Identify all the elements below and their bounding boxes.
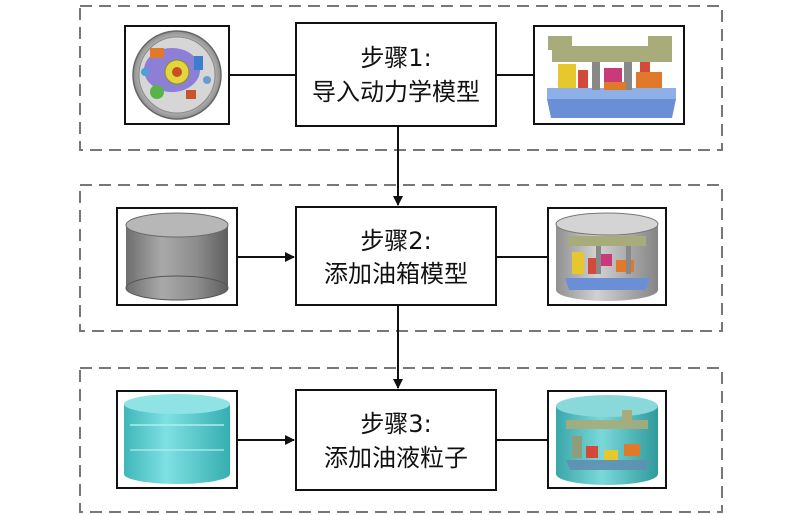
mechanism-top-view-icon bbox=[124, 25, 230, 125]
step3-frame bbox=[79, 367, 723, 513]
mechanism-side-view-icon bbox=[533, 25, 685, 125]
step2-desc: 添加油箱模型 bbox=[324, 260, 468, 288]
tank-with-mechanism-icon bbox=[547, 207, 667, 306]
gray-cylinder-tank-icon bbox=[116, 207, 238, 306]
step3-box bbox=[295, 389, 497, 491]
step1-frame bbox=[79, 5, 723, 151]
step2-box bbox=[295, 206, 497, 306]
step3-title: 步骤3: bbox=[360, 410, 431, 438]
oil-particle-cylinder-icon bbox=[116, 390, 238, 489]
step2-frame bbox=[79, 184, 723, 332]
step2-title: 步骤2: bbox=[360, 227, 431, 255]
oil-filled-mechanism-icon bbox=[547, 390, 667, 489]
step1-box bbox=[295, 22, 497, 127]
step3-desc: 添加油液粒子 bbox=[324, 444, 468, 472]
step1-title: 步骤1: bbox=[360, 44, 431, 72]
step1-desc: 导入动力学模型 bbox=[312, 78, 480, 106]
